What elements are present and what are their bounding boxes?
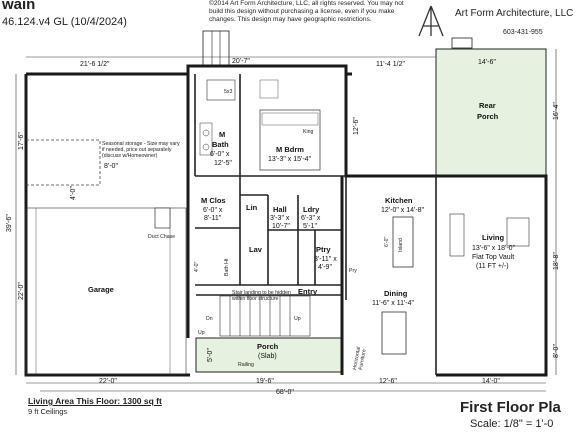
dim-right-2: 8'-0" <box>553 344 560 358</box>
exterior-walls <box>24 64 548 377</box>
porch-slab-note: (Slab) <box>258 353 277 360</box>
island-label: Island <box>398 238 404 252</box>
plan-title-partial: wain <box>2 0 36 13</box>
ptry-dim-2: 4'-9" <box>318 264 332 271</box>
dim-right-1: 18'-8" <box>553 252 560 270</box>
dim-porch-height: 16'-4" <box>553 102 560 120</box>
room-m-clos: M Clos <box>201 196 226 205</box>
horizontal-note-2: Furniture <box>358 349 368 371</box>
stairs <box>219 295 311 337</box>
room-linen: Lin <box>246 203 258 212</box>
dim-left-2: 4'-0" <box>70 186 77 200</box>
dim-left-6: 5'-0" <box>207 348 214 362</box>
ptry-dim-1: 3'-11" x <box>314 256 337 263</box>
dim-top-3: 11'-4 1/2" <box>376 61 406 68</box>
brand-name: Art Form Architecture, LLC <box>455 8 574 19</box>
duct-chase-label: Duct Chase <box>148 234 175 240</box>
room-m-bdrm: M Bdrm <box>276 145 304 154</box>
dim-left-1: 17'-6" <box>18 132 25 150</box>
ldry-dim-1: 6'-3" x <box>301 215 321 222</box>
stair-up: Up <box>294 316 301 322</box>
room-m-bath-1: M <box>219 130 225 139</box>
horizontal-note-1: Horizontal <box>352 346 362 370</box>
room-rear-porch-1: Rear <box>479 101 496 110</box>
m-clos-dim-2: 8'-11" <box>204 215 222 222</box>
plan-version: 46.124.v4 GL (10/4/2024) <box>2 16 127 28</box>
dim-top-1: 21'-6 1/2" <box>80 61 110 68</box>
room-rear-porch-2: Porch <box>477 112 499 121</box>
stair-up-2: Up <box>198 330 205 336</box>
dim-bottom-4: 14'-0" <box>482 378 500 385</box>
dining-dim: 11'-6" x 11'-4" <box>372 300 415 307</box>
storage-note-1: Seasonal storage - Size may vary <box>102 141 180 147</box>
scale-label: Scale: 1/8" = 1'-0 <box>470 418 554 430</box>
room-lav: Lav <box>249 245 263 254</box>
copyright-notice: ©2014 Art Form Architecture, LLC, all ri… <box>209 0 404 23</box>
interior-walls <box>194 74 437 375</box>
king-bed <box>259 109 321 171</box>
hall-dim-2: 10'-7" <box>272 223 290 230</box>
room-entry: Entry <box>298 287 318 296</box>
railing-label: Railing <box>238 362 254 368</box>
room-living: Living <box>482 233 505 242</box>
dim-garage-notch: 8'-0" <box>104 163 118 170</box>
stair-note-1: Stair landing to be hidden <box>232 290 291 296</box>
first-floor-plan-title: First Floor Pla <box>460 399 561 416</box>
living-dim: 13'-6" x 18'-0" <box>472 245 516 252</box>
room-kitchen: Kitchen <box>385 196 413 205</box>
stair-down: Dn <box>206 316 213 322</box>
kitchen-dim: 12'-0" x 14'-8" <box>381 207 425 214</box>
ldry-dim-2: 5'-1" <box>303 223 317 230</box>
storage-note-2: if needed, price out separately <box>102 147 172 153</box>
m-clos-dim-1: 6'-0" x <box>203 207 223 214</box>
room-pantry: Ptry <box>316 245 331 254</box>
room-garage: Garage <box>88 285 114 294</box>
chimney <box>202 30 230 68</box>
living-vault-note: Flat Top Vault <box>472 254 514 261</box>
shower-size: 5x3 <box>224 89 232 95</box>
dim-bottom-2: 19'-6" <box>256 378 274 385</box>
room-pry: Pry <box>349 268 357 274</box>
m-bdrm-dim: 13'-3" x 15'-4" <box>268 156 312 163</box>
bed-label: King <box>303 129 313 135</box>
living-height-note: (11 FT +/-) <box>476 263 509 270</box>
ceiling-note: 9 ft Ceilings <box>28 407 68 416</box>
living-area-note: Living Area This Floor: 1300 sq ft <box>28 396 162 406</box>
m-bath-dim-1: 6'-0" x <box>210 151 230 158</box>
dining-table <box>381 311 407 355</box>
dim-porch-width: 14'-6" <box>478 59 496 66</box>
art-form-logo-icon <box>418 5 444 37</box>
room-dining: Dining <box>384 289 408 298</box>
kitchen-island <box>392 216 414 268</box>
dim-bottom-1: 22'-0" <box>99 378 117 385</box>
dim-bottom-total: 68'-0" <box>276 389 294 396</box>
bath-ht-dim: 4'-0" <box>194 262 200 272</box>
phone-number: 603-431-955 <box>503 29 543 36</box>
room-porch: Porch <box>257 342 279 351</box>
room-hall: Hall <box>273 205 287 214</box>
hall-dim-1: 3'-3" x <box>270 215 290 222</box>
island-dim: 6'-0" <box>384 237 390 247</box>
front-porch-area <box>195 337 343 373</box>
storage-note-3: (discuss w/Homeowner) <box>102 153 158 159</box>
dimension-lines <box>15 49 557 392</box>
dim-top-2: 20'-7" <box>232 58 250 65</box>
dim-left-3: 39'-6" <box>6 214 13 232</box>
stair-note-2: within floor structure <box>232 296 279 302</box>
dim-bottom-3: 12'-6" <box>379 378 397 385</box>
bath-ht-label: Bath Ht <box>224 258 230 276</box>
m-bath-dim-2: 12'-5" <box>214 160 232 167</box>
dim-left-4: 22'-0" <box>18 282 25 300</box>
room-m-bath-2: Bath <box>212 140 229 149</box>
dim-bdrm-height: 12'-6" <box>353 117 360 135</box>
room-laundry: Ldry <box>303 205 320 214</box>
